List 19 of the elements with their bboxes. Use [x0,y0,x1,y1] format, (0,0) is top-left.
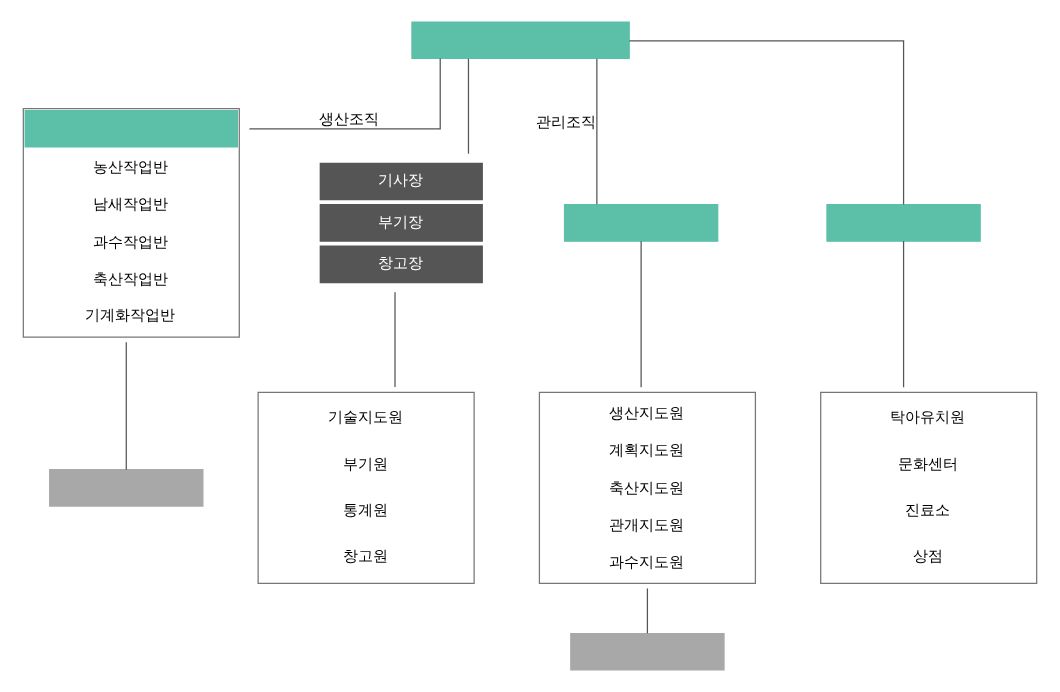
node-box: 생산지도원 계획지도원 축산지도원 관개지도원 과수지도원 [538,391,757,584]
node-box [570,632,725,671]
connector [902,240,905,388]
connector [394,291,396,388]
node-box [49,469,204,507]
connector [640,240,642,388]
node-box [411,21,630,60]
connector [248,57,441,130]
edge-label: 생산조직 [319,110,380,129]
connector [596,58,598,205]
node-box: 탁아유치원 문화센터 진료소 상점 [820,391,1038,584]
edge-label: 관리조직 [536,113,597,132]
node-box: 기술지도원 부기원 통계원 창고원 [257,391,475,584]
node-box [563,204,719,242]
connector [628,40,905,206]
connector [646,587,649,634]
connector [125,341,127,471]
connector [467,58,470,155]
node-box [826,204,981,242]
